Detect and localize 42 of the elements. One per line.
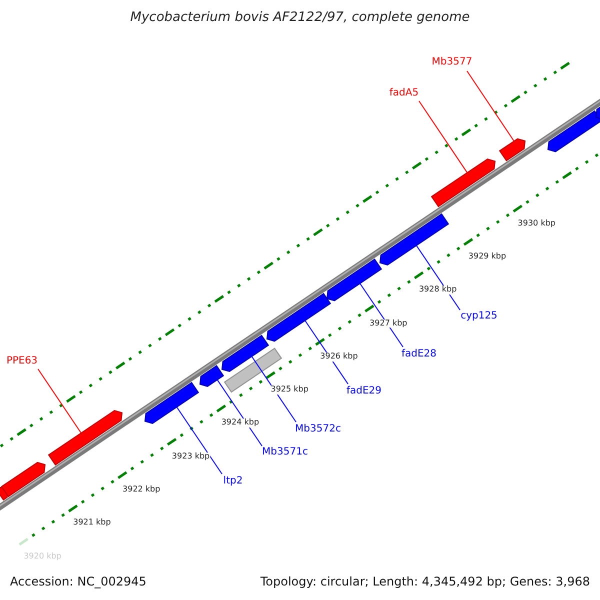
title: Mycobacterium bovis AF2122/97, complete genome: [130, 10, 470, 26]
gene-segment: [547, 110, 600, 152]
gene-segment: [430, 158, 496, 208]
scale-label: 3927 kbp: [368, 319, 408, 328]
gene-label: Mb3571c: [262, 446, 308, 458]
leader-line: [360, 283, 404, 348]
scale-label: 3930 kbp: [516, 219, 556, 228]
leader-line: [466, 70, 514, 142]
gene-label: PPE63: [6, 356, 38, 366]
scale-label: 3928 kbp: [418, 286, 458, 295]
gene-label: cyp125: [460, 310, 498, 322]
leader-line: [418, 100, 468, 174]
gene-label: fadE29: [346, 386, 382, 396]
gene-segment: [144, 382, 200, 424]
scale-label: 3922 kbp: [122, 486, 162, 495]
gene-label: Mb3577: [432, 56, 472, 68]
leader-line: [38, 368, 82, 434]
gene-label: Mb3572c: [295, 424, 341, 434]
gene-label: ltp2: [223, 476, 243, 486]
gene-segment: [221, 334, 270, 372]
scale-label: 3925 kbp: [270, 386, 310, 395]
gene-segment: [595, 104, 600, 120]
gene-segment: [48, 410, 123, 466]
leader-line: [304, 320, 348, 384]
scale-label: 3924 kbp: [220, 419, 260, 428]
scale-label: 3923 kbp: [170, 452, 211, 462]
scale-label: 3926 kbp: [319, 352, 359, 362]
accession-text: Accession: NC_002945: [10, 575, 146, 589]
gene-segment: [379, 213, 450, 266]
gene-segment: [0, 462, 46, 498]
leader-line: [416, 245, 460, 310]
leader-line: [251, 356, 296, 422]
gene-segment: [266, 292, 332, 342]
gene-segment: [498, 138, 526, 162]
scale-label: 3921 kbp: [72, 519, 112, 528]
scale-label: 3929 kbp: [467, 252, 508, 262]
genome-info-text: Topology: circular; Length: 4,345,492 bp; Genes: 3,968: [260, 575, 590, 589]
gene-segment: [199, 365, 224, 387]
gene-segment: [326, 258, 382, 302]
leader-line: [176, 406, 222, 474]
gene-label: fadE28: [401, 348, 437, 360]
gene-label: fadA5: [389, 88, 419, 98]
